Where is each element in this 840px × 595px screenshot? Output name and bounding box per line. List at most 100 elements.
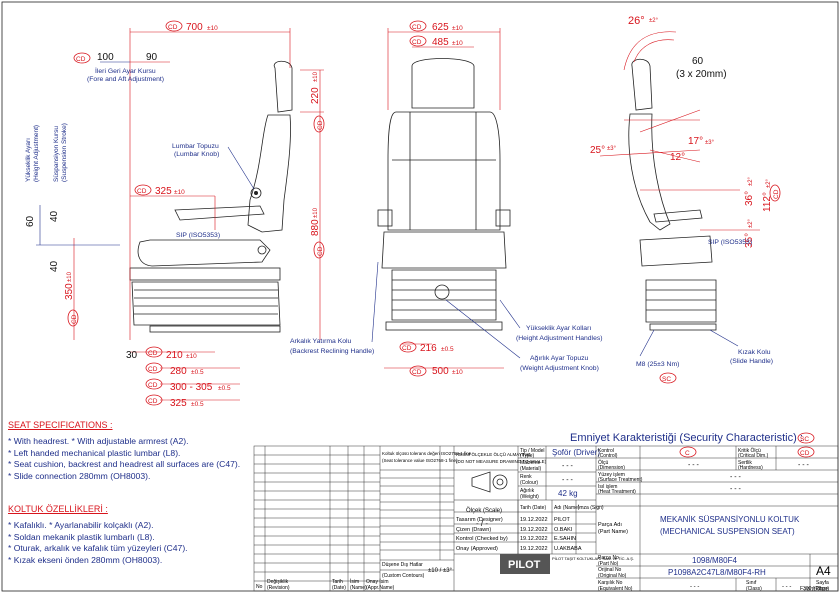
heat-value: - - - [730, 486, 742, 493]
weight-knob-label: Ağırlık Ayar Topuzu [530, 355, 589, 362]
part-name-tr: MEKANİK SÜSPANSİYONLU KOLTUK [660, 515, 800, 524]
part-name-en: (MECHANICAL SUSPENSION SEAT) [660, 527, 795, 536]
cd-marker: CD [145, 394, 163, 406]
fa-title-en: (Fore and Aft Adjustment) [87, 76, 164, 83]
left-40b-dim: 40 [49, 260, 60, 272]
class-label-en: (Class) [746, 586, 762, 592]
cd-marker: CD [145, 346, 163, 358]
material-value: - - - [562, 463, 574, 470]
hard-value: - - - [798, 462, 810, 469]
cd-marker: CD [145, 378, 163, 390]
cd-marker: CD [73, 52, 91, 64]
susp-label: Süspansiyon Kursu [53, 126, 60, 182]
svg-text:CD: CD [148, 398, 158, 405]
date-col-label: Tarih (Date) [520, 505, 546, 511]
approved-label: Onay (Approved) [456, 546, 498, 552]
control-label: Kontrol [598, 448, 614, 454]
svg-text:CD: CD [317, 246, 324, 256]
b-325-dim: 325 [170, 398, 187, 409]
svg-text:CD: CD [317, 120, 324, 130]
company-logo: PILOT [508, 559, 541, 571]
material-label: Malzeme [520, 460, 541, 466]
height-handle-label-en: (Height Adjustment Handles) [516, 335, 603, 342]
equiv-value: - - - [690, 584, 699, 590]
side-view: 700 ±10 100 90 İleri Geri Ayar Kursu (Fo… [25, 20, 325, 409]
surf-label-en: (Surface Treatment) [598, 477, 643, 483]
cd-marker: CD [409, 365, 427, 377]
checked-name: E.SAHIN [554, 536, 576, 542]
svg-text:CD: CD [76, 56, 86, 63]
dim-value: - - - [688, 462, 700, 469]
colour-label: Renk [520, 474, 532, 480]
right-view: 26° ±2° 60 (3 x 20mm) 17° ±3° 25° ±3° 12… [590, 15, 781, 384]
form-no: F300 / 02 [800, 586, 821, 592]
cd-marker: CD [769, 184, 781, 202]
b-280-dim: 280 [170, 366, 187, 377]
type-value: Şoför (Driver) [552, 448, 600, 457]
colour-label-en: (Colour) [520, 480, 538, 486]
b-325-tol: ±0.5 [191, 401, 204, 408]
height-dim: 880 [310, 219, 321, 236]
tol-note-1: Koltuk ölçüsü tolerans değeri ISO2768-1 … [382, 451, 472, 456]
fa-right-dim: 90 [146, 52, 158, 63]
svg-text:CD: CD [412, 369, 422, 376]
cd-marker: CD [797, 446, 815, 458]
recline-label-en: (Backrest Reclining Handle) [290, 348, 374, 355]
sc-marker: SC [659, 372, 677, 384]
scale-value: - / - [476, 519, 488, 528]
b-210-tol: ±10 [186, 353, 197, 360]
rname-label-en: (Name) [350, 585, 367, 591]
list-item: * Kafalıklı. * Ayarlanabilir kolçaklı (A… [8, 520, 154, 530]
specs-tr-list: * Kafalıklı. * Ayarlanabilir kolçaklı (A… [8, 520, 188, 566]
list-item: * With headrest. * With adjustable armre… [8, 436, 189, 446]
partno-value: 1098/M80F4 [692, 556, 737, 565]
rev-label-en: (Revision) [267, 585, 290, 591]
front-625-dim: 625 [432, 22, 449, 33]
slide-label-en: (Slide Handle) [730, 358, 773, 365]
angle-112-tol: ±2° [766, 178, 772, 188]
front-view: 625 ±10 485 ±10 216 ±0.5 500 ±10 CD CD C… [290, 20, 603, 377]
angle-26-tol: ±2° [649, 18, 659, 24]
type-label: Tip / Model [520, 448, 545, 454]
drawn-name: O.BAKI [554, 527, 573, 533]
chk-label: Onay İsim [366, 578, 389, 585]
right-sip-label: SIP (ISO5353) [708, 239, 752, 246]
b-300-dim: 300 - 305 [170, 382, 213, 393]
partno-label: Parça No [598, 555, 619, 561]
armrest-dim: 325 [155, 186, 172, 197]
angle-12: 12° [670, 152, 685, 163]
checked-label: Kontrol (Checked by) [456, 536, 508, 542]
specs-en-title: SEAT SPECIFICATIONS : [8, 420, 113, 430]
checked-date: 19.12.2022 [520, 536, 548, 542]
angle-36: 36° [744, 191, 755, 206]
crit-label: Kritik Ölçü [738, 447, 761, 454]
cd-marker: CD [67, 309, 79, 327]
rdate-label: Tarih [332, 579, 343, 585]
svg-text:CD: CD [137, 188, 147, 195]
svg-text:SC: SC [662, 376, 671, 383]
scale-label: Ölçek (Scale) [466, 507, 502, 514]
tol-note-2: (Seat tolerance value ISO2768-1 fine) [382, 458, 458, 463]
part-label: Parça Adı [598, 522, 622, 528]
angle-112: 112° [762, 192, 773, 212]
angle-26: 26° [628, 15, 645, 27]
page-label: Sayfa [816, 580, 829, 586]
projection-symbol [471, 471, 508, 493]
cd-marker: CD [409, 35, 427, 47]
tol-value: ±10 / ±3° [428, 568, 453, 574]
svg-text:CD: CD [402, 345, 412, 352]
tol-label-en: (Custom Contours) [382, 573, 425, 579]
material-label-en: (Material) [520, 466, 541, 472]
cd-marker: CD [165, 20, 183, 32]
base-tol: ±10 [67, 271, 73, 282]
class-value: - - - [782, 584, 791, 590]
svg-text:CD: CD [412, 39, 422, 46]
svg-text:CD: CD [800, 450, 810, 457]
orig-value: P1098A2C47L8/M80F4-RH [668, 568, 766, 577]
hard-label-en: (Hardness) [738, 465, 763, 471]
rname-label: İsim [350, 578, 359, 585]
specs-en-list: * With headrest. * With adjustable armre… [8, 436, 240, 482]
angle-17-tol: ±3° [705, 140, 715, 146]
side-sip-label: SIP (ISO5353) [176, 232, 220, 239]
b-30-dim: 30 [126, 350, 138, 361]
